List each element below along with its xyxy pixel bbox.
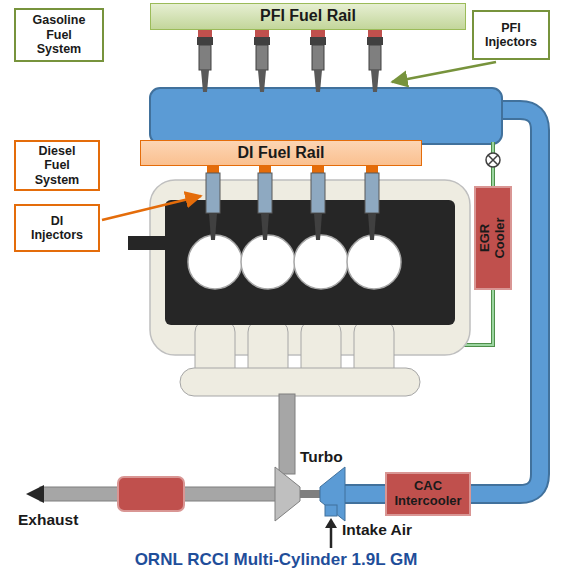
- downpipe: [279, 394, 295, 474]
- turbine: [275, 467, 300, 521]
- callout-box: PFI Injectors: [472, 10, 550, 60]
- di-injectors: [206, 165, 379, 240]
- pfi-injectors: [197, 30, 383, 92]
- callout-box: DI Injectors: [14, 204, 100, 252]
- flow-label: Exhaust: [18, 511, 78, 529]
- muffler: [118, 477, 184, 511]
- intake-arrow-shaft: [330, 527, 333, 548]
- flow-label: Intake Air: [342, 521, 412, 539]
- node-text: PFI Fuel Rail: [260, 7, 356, 25]
- cooler-box: CAC Intercooler: [385, 472, 471, 516]
- leader-arrow: [102, 196, 201, 220]
- node-text: CAC Intercooler: [390, 479, 466, 509]
- node-text: DI Fuel Rail: [237, 144, 324, 162]
- fuel-system-box: Gasoline Fuel System: [14, 8, 104, 62]
- exhaust-arrow: [26, 485, 44, 503]
- node-text: DI Injectors: [26, 214, 88, 243]
- node-text: EGR Cooler: [478, 211, 508, 265]
- component-label: Turbo: [300, 448, 343, 466]
- compressor: [320, 467, 345, 521]
- intake-arrow-head: [325, 518, 337, 528]
- egr-valve: [486, 153, 500, 167]
- node-text: Diesel Fuel System: [27, 144, 87, 187]
- engine-block: [165, 200, 455, 325]
- fuel-system-box: Diesel Fuel System: [14, 140, 100, 191]
- node-text: PFI Injectors: [480, 21, 542, 50]
- cooler-box: EGR Cooler: [474, 186, 512, 290]
- turbo-shaft: [300, 490, 320, 498]
- caption: ORNL RCCI Multi-Cylinder 1.9L GM: [0, 550, 552, 570]
- cylinders: [188, 235, 401, 289]
- fuel-rail: PFI Fuel Rail: [150, 3, 466, 30]
- crankshaft: [128, 236, 168, 250]
- exhaust-manifold: [180, 320, 420, 396]
- intake-manifold: [150, 88, 502, 144]
- leader-arrow: [392, 62, 496, 82]
- node-text: Gasoline Fuel System: [27, 13, 91, 56]
- intake-inlet: [325, 505, 337, 516]
- fuel-rail: DI Fuel Rail: [140, 140, 422, 166]
